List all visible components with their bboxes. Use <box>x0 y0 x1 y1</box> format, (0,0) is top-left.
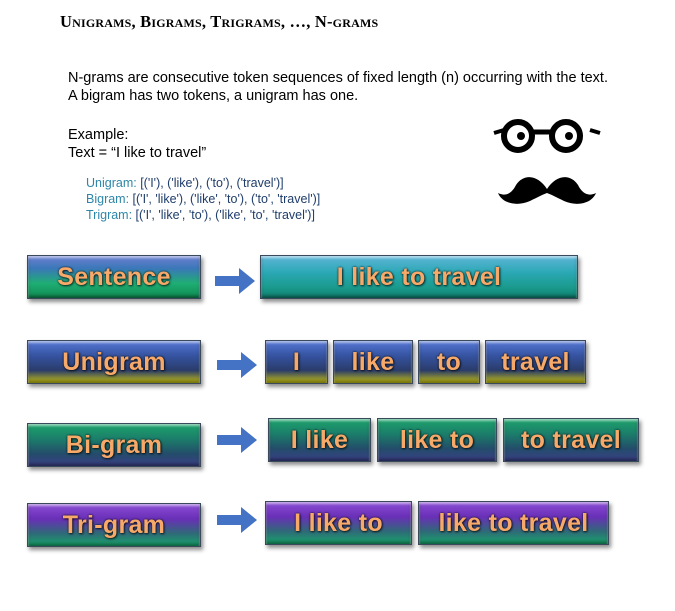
bigram-label: Bi-gram <box>27 423 201 467</box>
bigram-token: like to <box>377 418 497 462</box>
unigram-label: Unigram <box>27 340 201 384</box>
trigram-label: Tri-gram <box>27 503 201 547</box>
intro-line-1: N-grams are consecutive token sequences … <box>68 70 608 86</box>
right-arrow-icon <box>215 268 255 294</box>
right-arrow-icon <box>217 352 257 378</box>
example-label: Bigram: <box>86 192 130 206</box>
intro-line-2: A bigram has two tokens, a unigram has o… <box>68 88 359 104</box>
example-value: [('I', 'like'), ('like', 'to'), ('to', '… <box>129 192 321 206</box>
example-heading: Example: <box>68 127 129 143</box>
example-trigram: Trigram: [('I', 'like', 'to'), ('like', … <box>86 207 315 223</box>
example-bigram: Bigram: [('I', 'like'), ('like', 'to'), … <box>86 191 320 207</box>
page-title: Unigrams, Bigrams, Trigrams, …, N-grams <box>60 12 379 31</box>
unigram-token: to <box>418 340 480 384</box>
example-value: [('I'), ('like'), ('to'), ('travel')] <box>136 176 284 190</box>
sentence-token: I like to travel <box>260 255 578 299</box>
example-label: Trigram: <box>86 208 133 222</box>
sentence-label: Sentence <box>27 255 201 299</box>
unigram-token: travel <box>485 340 586 384</box>
bigram-token: I like <box>268 418 371 462</box>
example-text: Text = “I like to travel” <box>68 145 207 161</box>
trigram-token: like to travel <box>418 501 609 545</box>
right-arrow-icon <box>217 427 257 453</box>
glasses-mustache-icon <box>492 115 602 220</box>
unigram-token: I <box>265 340 328 384</box>
bigram-token: to travel <box>503 418 639 462</box>
right-arrow-icon <box>217 507 257 533</box>
example-label: Unigram: <box>86 176 137 190</box>
unigram-token: like <box>333 340 413 384</box>
example-unigram: Unigram: [('I'), ('like'), ('to'), ('tra… <box>86 175 284 191</box>
trigram-token: I like to <box>265 501 412 545</box>
example-value: [('I', 'like', 'to'), ('like', 'to', 'tr… <box>132 208 315 222</box>
